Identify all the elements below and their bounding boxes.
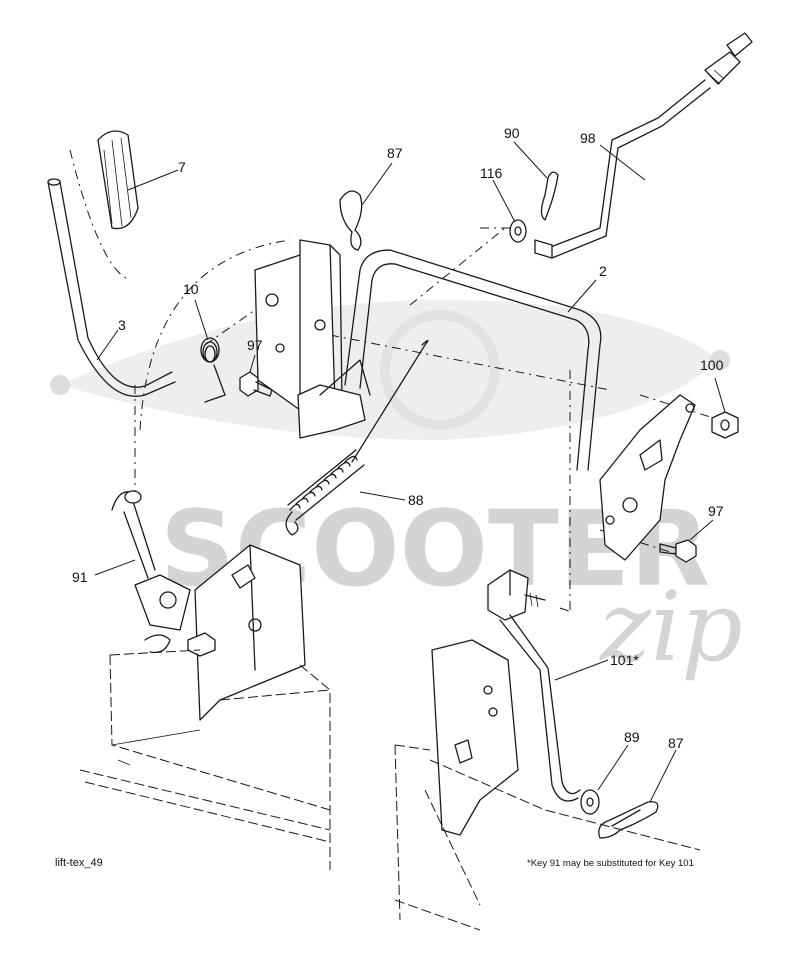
upper-bracket: [254, 239, 366, 439]
watermark-line2: zip: [599, 571, 743, 683]
callout-91: 91: [72, 569, 88, 585]
callout-98: 98: [580, 130, 596, 146]
lift-handle-rod-part-3: [47, 178, 176, 397]
torsion-spring-part-10: [200, 337, 226, 403]
washer-part-89: [580, 789, 600, 815]
callout-87-lower: 87: [668, 735, 684, 751]
lift-link-rod-part-98: [534, 32, 753, 259]
right-mower-deck: [394, 744, 701, 931]
extension-spring-part-88: [285, 339, 429, 536]
bolt-part-97-lower: [659, 539, 697, 563]
callout-116: 116: [480, 165, 503, 181]
right-lift-arm: [599, 394, 696, 561]
left-lift-link-part-91: [111, 490, 191, 654]
clip-part-90: [540, 171, 559, 221]
reference-code: lift-tex_49: [55, 857, 103, 869]
footnote: *Key 91 may be substituted for Key 101: [527, 858, 694, 869]
right-deck-bracket: [431, 639, 519, 836]
callout-88: 88: [408, 492, 424, 508]
callout-100: 100: [700, 357, 724, 373]
callout-labels: 7 3 10 97 87 90 116 98 2 100 97 88 91 10…: [72, 125, 724, 751]
callout-7: 7: [178, 159, 186, 175]
callout-87-upper: 87: [387, 145, 403, 161]
lift-shaft-part-2: [319, 249, 602, 471]
hairpin-clip-part-87-upper: [339, 190, 363, 251]
callout-97-upper: 97: [247, 337, 263, 353]
callout-101: 101*: [610, 652, 639, 668]
callout-97-lower: 97: [708, 503, 724, 519]
callout-90: 90: [504, 125, 520, 141]
callout-10: 10: [183, 281, 199, 297]
leader-lines: [94, 141, 726, 803]
grip-handle-part-7: [97, 130, 139, 230]
left-mower-deck: [79, 649, 331, 870]
callout-89: 89: [624, 729, 640, 745]
callout-2: 2: [599, 263, 607, 279]
right-lift-link-part-101: [487, 569, 581, 802]
hairpin-clip-part-87-lower: [598, 801, 659, 839]
alignment-lines: [69, 149, 721, 613]
washer-part-116: [509, 219, 527, 243]
callout-3: 3: [118, 317, 126, 333]
bolt-part-97-upper: [239, 371, 273, 397]
nut-part-100: [711, 411, 739, 439]
